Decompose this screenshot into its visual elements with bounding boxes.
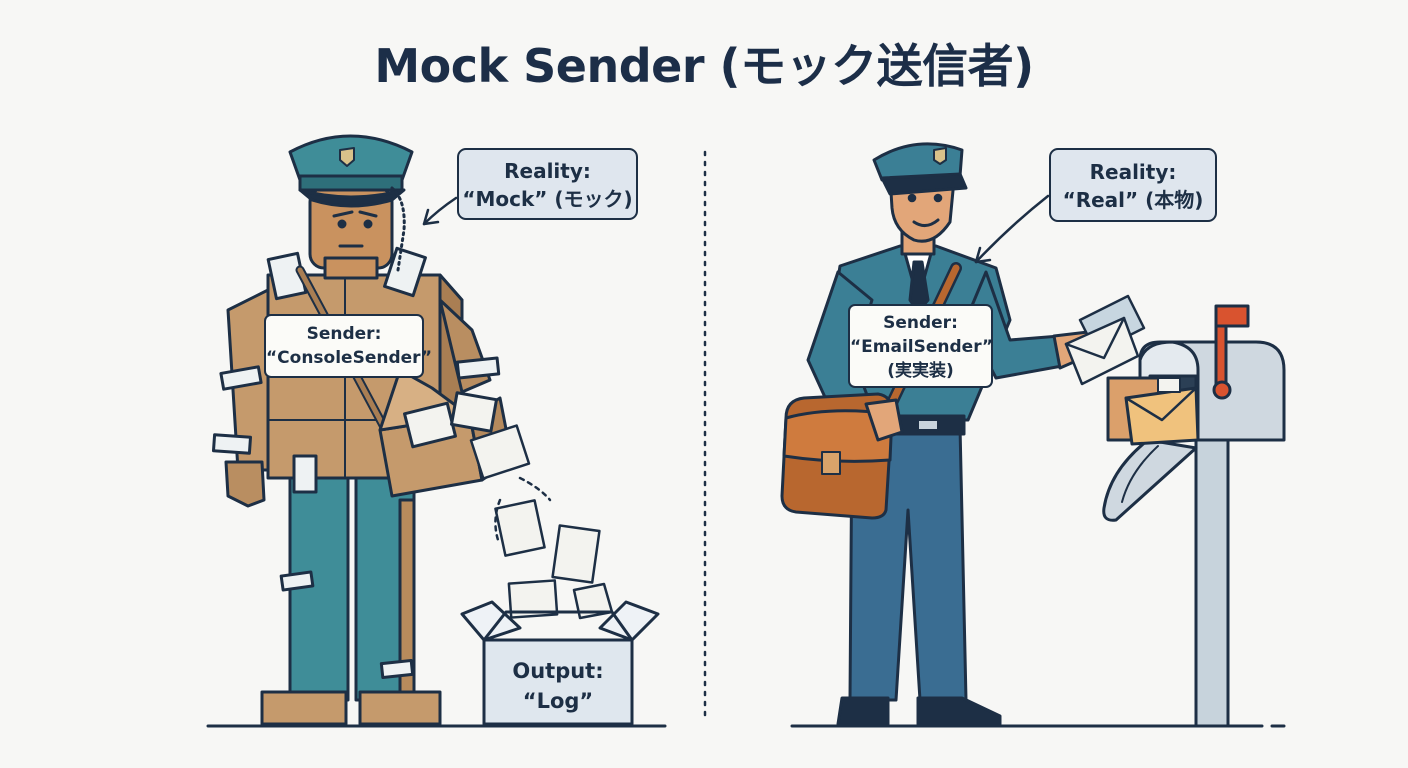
right-reality-value: “Real” (本物) — [1062, 188, 1204, 212]
right-sender-tag: Sender: “EmailSender” (実実装) — [848, 304, 993, 388]
left-sender-heading: Sender: — [306, 324, 382, 344]
left-sender-value: “ConsoleSender” — [266, 348, 433, 368]
output-box-label: Output: “Log” — [484, 656, 632, 716]
real-mailman — [780, 142, 1094, 726]
flying-papers — [469, 424, 614, 620]
mailbox — [1102, 304, 1286, 728]
right-reality-heading: Reality: — [1089, 160, 1177, 184]
callout-arrows — [422, 194, 1050, 264]
envelopes — [1064, 294, 1146, 386]
right-reality-callout: Reality: “Real” (本物) — [1049, 148, 1217, 222]
left-reality-callout: Reality: “Mock” (モック) — [457, 148, 638, 220]
right-sender-heading: Sender: — [883, 313, 958, 333]
left-reality-heading: Reality: — [504, 159, 591, 183]
page-title: Mock Sender (モック送信者) — [374, 39, 1034, 93]
right-sender-note: (実実装) — [887, 361, 954, 381]
left-sender-tag: Sender: “ConsoleSender” — [264, 314, 433, 378]
left-reality-value: “Mock” (モック) — [462, 187, 633, 211]
output-value: “Log” — [522, 689, 594, 713]
right-sender-value: “EmailSender” — [850, 337, 994, 357]
output-box — [460, 600, 660, 726]
output-heading: Output: — [512, 659, 604, 683]
